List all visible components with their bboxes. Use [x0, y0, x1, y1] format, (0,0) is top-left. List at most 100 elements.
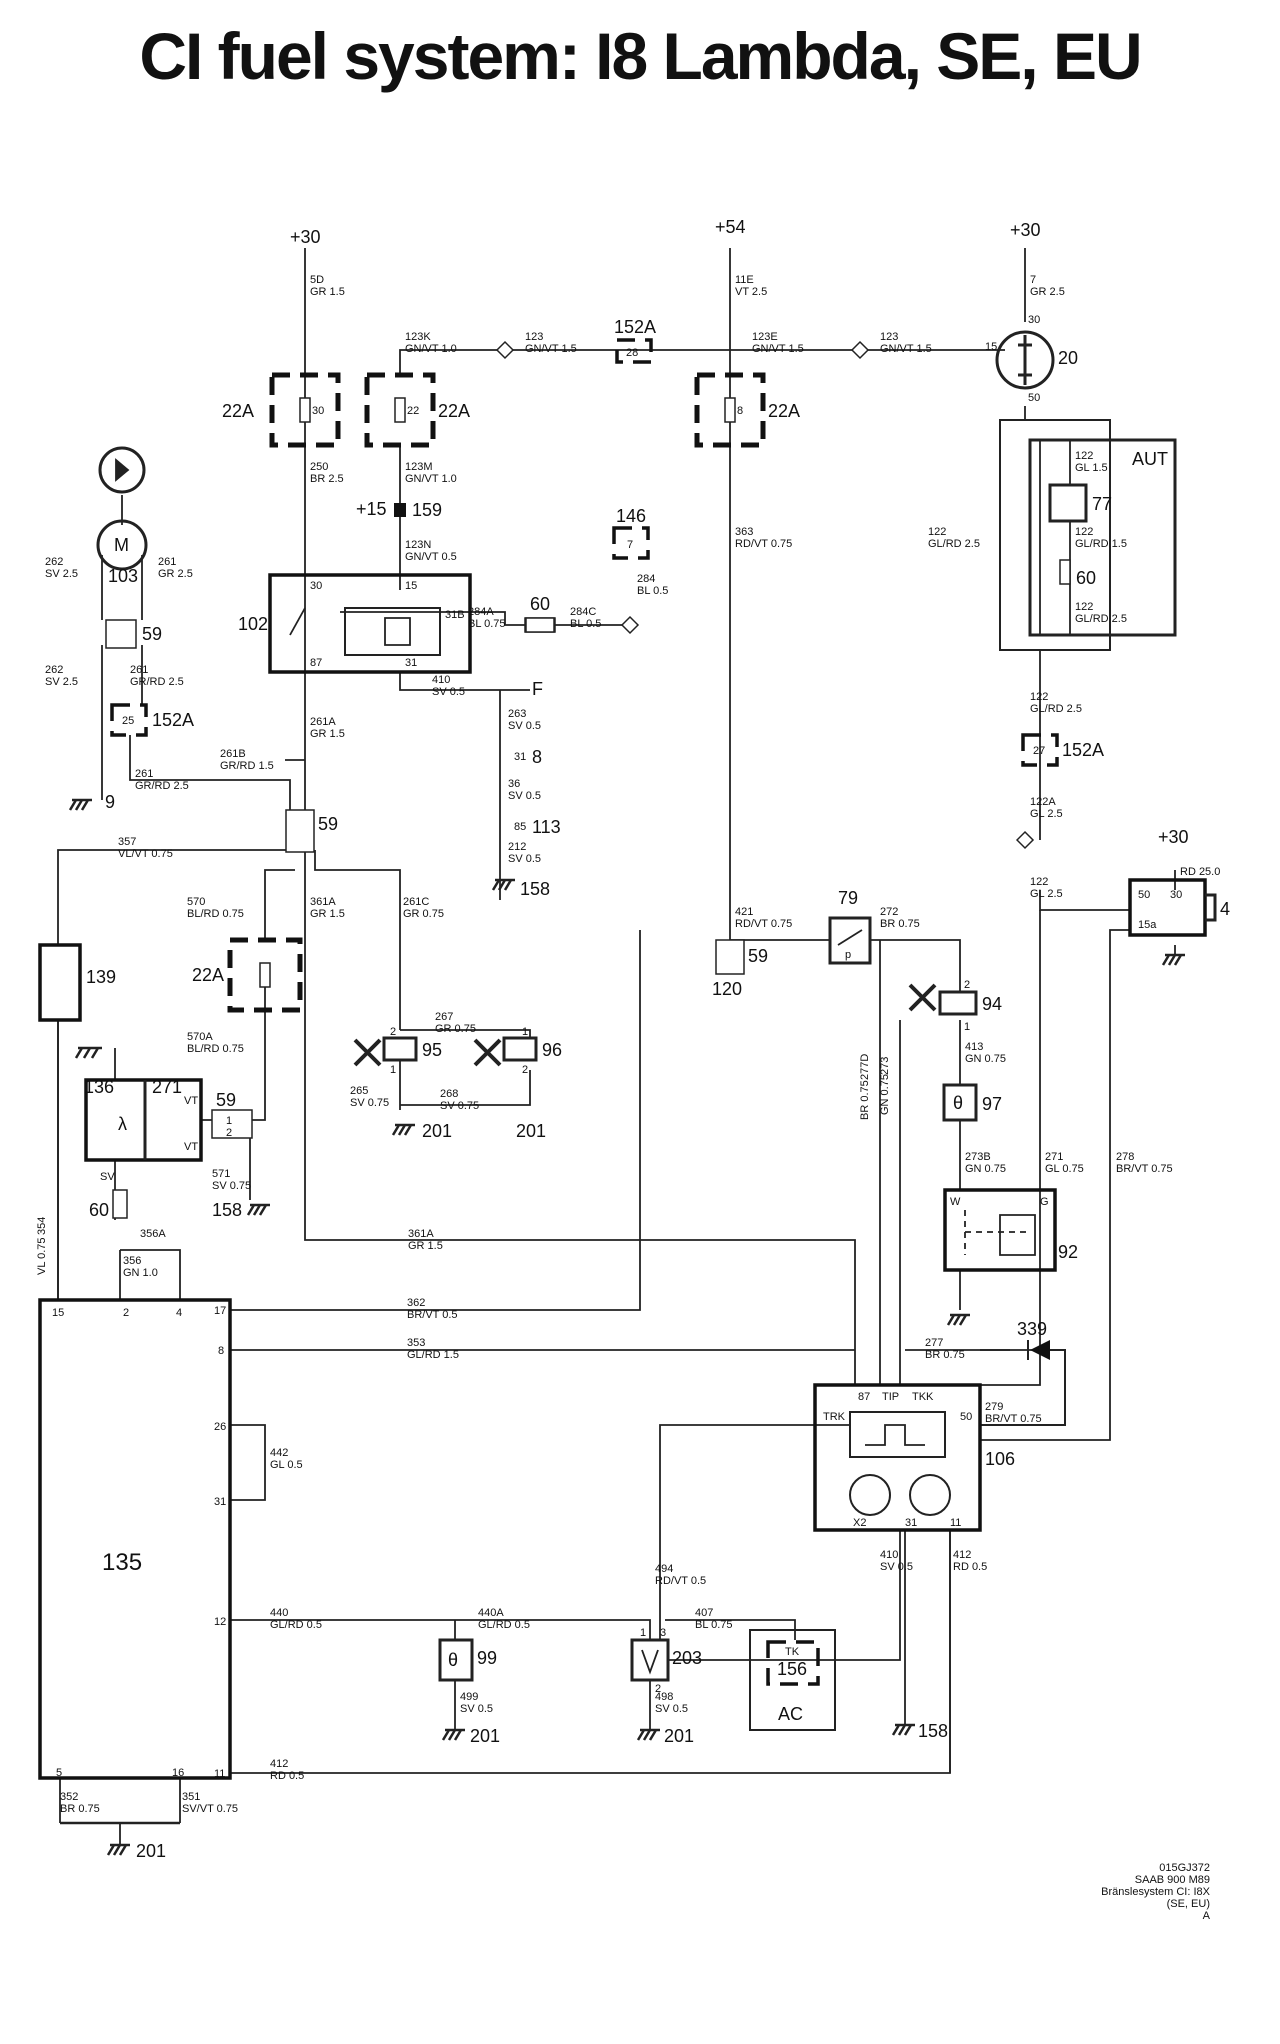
wire-number-w62: 412	[953, 1549, 971, 1561]
pin-135-15: 15	[52, 1307, 64, 1319]
ref-102: 102	[238, 614, 268, 634]
wire-spec-w46: SV 0.5	[655, 1703, 688, 1715]
valve-95	[353, 1036, 418, 1067]
pin-203-3: 3	[660, 1627, 666, 1639]
wire-number-w33: 268	[440, 1088, 458, 1100]
pin-106-trk: TRK	[823, 1411, 846, 1423]
theta-99: θ	[448, 1650, 458, 1670]
wire-spec-w65: GL/RD 1.5	[1075, 538, 1127, 550]
pin-152a-2: 25	[122, 715, 134, 727]
wire-spec-w3: GR 2.5	[1030, 286, 1065, 298]
fuse-22a-3	[694, 372, 766, 448]
fuse-60-1	[525, 617, 555, 633]
pin-152a-1: 28	[626, 347, 638, 359]
pin-135-8: 8	[218, 1345, 224, 1357]
valve-96	[473, 1036, 538, 1067]
wire-number-w40: 353	[407, 1337, 425, 1349]
wire-number-w16: 284A	[468, 606, 494, 618]
wire-spec-w66: GL/RD 2.5	[1075, 613, 1127, 625]
pin-95-2: 2	[390, 1026, 396, 1038]
wire-spec-w54: GN 0.75	[965, 1053, 1006, 1065]
wire-number-w7: 123	[880, 331, 898, 343]
switch-79-sym: p	[845, 949, 851, 961]
wire-spec-w49: SV/VT 0.75	[182, 1803, 238, 1815]
wire-number-w12: 262	[45, 556, 63, 568]
pin-102-30: 30	[310, 580, 322, 592]
wire-number-w39: 362	[407, 1297, 425, 1309]
ref-113: 113	[532, 817, 561, 837]
wire-spec-w52: BR 0.75	[859, 1080, 871, 1120]
pin-20-15: 15	[985, 341, 997, 353]
wire-number-w58: 277	[925, 1337, 943, 1349]
wire-spec-w30: BL/RD 0.75	[187, 1043, 244, 1055]
pin-135-5: 5	[56, 1767, 62, 1779]
ref-79: 79	[838, 888, 858, 908]
ref-271: 271	[152, 1077, 182, 1097]
wire-number-w24: 261	[135, 768, 153, 780]
wire-number-w56: 271	[1045, 1151, 1063, 1163]
connector-152a-3	[1021, 733, 1059, 767]
wire-spec-w44: BL 0.75	[695, 1619, 733, 1631]
ref-201-3: 201	[664, 1726, 694, 1746]
ref-60-1: 60	[530, 594, 550, 614]
wire-spec-w9: GN/VT 1.0	[405, 473, 457, 485]
aut-box	[999, 419, 1177, 651]
wire-spec-w31: GR 0.75	[435, 1023, 476, 1035]
wire-number-w52: 277D	[859, 1054, 871, 1080]
ref-158-2: 158	[212, 1200, 242, 1220]
wire-spec-w11: RD/VT 0.75	[735, 538, 792, 550]
supply-label-5: +15	[356, 499, 387, 519]
wire-number-w22: 212	[508, 841, 526, 853]
wire-number-w19: 410	[432, 674, 450, 686]
ref-22a-4: 22A	[192, 965, 224, 985]
pin-146: 7	[627, 539, 633, 551]
supply-label-4: +30	[1158, 827, 1189, 847]
wire-number-w64: 122	[928, 526, 946, 538]
ref-201-1: 201	[422, 1121, 452, 1141]
wire-spec-w39: BR/VT 0.5	[407, 1309, 458, 1321]
ref-99: 99	[477, 1648, 497, 1668]
pin-102-31b: 31B	[445, 609, 465, 621]
pin-135-2: 2	[123, 1307, 129, 1319]
pin-135-16: 16	[172, 1767, 184, 1779]
wire-number-w49: 351	[182, 1791, 200, 1803]
wire-number-w14: 262	[45, 664, 63, 676]
wire-spec-w28: GR 1.5	[310, 908, 345, 920]
wire-number-w63: 122	[1075, 450, 1093, 462]
pin-4-50: 50	[1138, 889, 1150, 901]
ref-aut: AUT	[1132, 449, 1168, 469]
pin-135-26: 26	[214, 1421, 226, 1433]
wire-number-w17: 284C	[570, 606, 596, 618]
wire-spec-w24: GR/RD 2.5	[135, 780, 189, 792]
wire-spec-w43: GL/RD 0.5	[478, 1619, 530, 1631]
wire-spec-w22: SV 0.5	[508, 853, 541, 865]
wire-spec-w38: GR 1.5	[408, 1240, 443, 1252]
pin-106-87: 87	[858, 1391, 870, 1403]
ref-22a-3: 22A	[768, 401, 800, 421]
fuse-60-2	[112, 1189, 128, 1219]
ref-152a-1: 152A	[614, 317, 656, 337]
ref-135: 135	[102, 1549, 142, 1576]
ref-60-3: 60	[89, 1200, 109, 1220]
footer-code: 015GJ372	[1159, 1862, 1210, 1874]
ref-103: 103	[108, 566, 138, 586]
wire-spec-w6: GN/VT 1.5	[752, 343, 804, 355]
wire-spec-w40: GL/RD 1.5	[407, 1349, 459, 1361]
ref-94: 94	[982, 994, 1002, 1014]
pin-106-11: 11	[950, 1517, 961, 1529]
ref-146: 146	[616, 506, 646, 526]
wire-spec-w60: RD/VT 0.5	[655, 1575, 706, 1587]
ref-22a-1: 22A	[222, 401, 254, 421]
label-ac: AC	[778, 1704, 803, 1724]
label-sv: SV	[100, 1171, 115, 1183]
supply-label-1: +30	[290, 227, 321, 247]
wire-number-w23: 261B	[220, 748, 246, 760]
ref-201-5: 201	[516, 1121, 546, 1141]
wire-spec-w21: SV 0.5	[508, 790, 541, 802]
wire-number-w50: 421	[735, 906, 753, 918]
pin-22a-1: 30	[312, 405, 324, 417]
wire-number-w27: 570	[187, 896, 205, 908]
wire-spec-w5: GN/VT 1.5	[525, 343, 577, 355]
wire-spec-w50: RD/VT 0.75	[735, 918, 792, 930]
wire-spec-w58: BR 0.75	[925, 1349, 965, 1361]
